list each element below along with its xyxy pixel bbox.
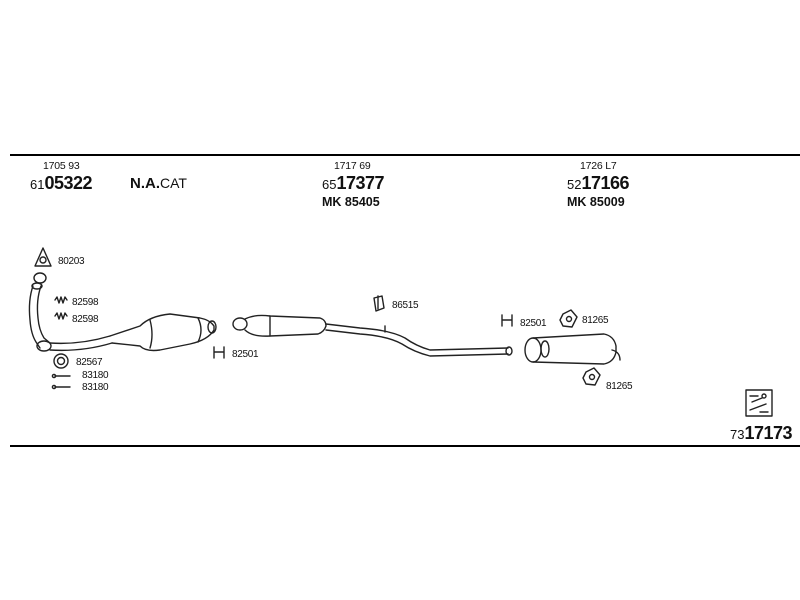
bracket-icon [373,295,385,312]
footer-prefix: 73 [730,427,745,442]
top-rule [10,154,800,156]
col3-code: 1726 L7 [580,160,617,172]
clamp-ring-icon [53,353,69,369]
clamp-icon-a [559,309,578,328]
col1-part-number: 6105322 [30,173,93,194]
part-label-82598-b: 82598 [72,314,99,325]
bolt-icon-b [51,384,71,390]
col2-part-number: 6517377 [322,173,385,194]
col2-code: 1717 69 [334,160,371,172]
front-ring-icon [33,272,47,284]
part-label-81265-a: 81265 [582,315,609,326]
part-label-80203: 80203 [58,256,85,267]
part-label-81265-b: 81265 [606,381,633,392]
col1-code: 1705 93 [43,160,80,172]
col2-mk: MK 85405 [322,195,380,209]
na-cat-note: N.A.CAT [130,175,187,192]
col2-number: 17377 [336,173,385,193]
part-label-82567: 82567 [76,357,103,368]
na-label: N.A. [130,175,160,192]
part-label-82501-a: 82501 [232,349,259,360]
part-label-83180-a: 83180 [82,370,109,381]
part-label-82501-b: 82501 [520,318,547,329]
downpipe-icon [28,282,113,352]
intermediate-pipe-icon [325,323,513,357]
mounting-kit-icon [745,389,773,417]
cat-label: CAT [160,175,187,191]
clamp-icon-b [582,367,601,386]
col3-prefix: 52 [567,177,582,192]
bolt-icon-a [51,373,71,379]
spring-icon-a [54,296,68,304]
part-label-86515: 86515 [392,300,419,311]
col3-part-number: 5217166 [567,173,630,194]
middle-silencer-icon [232,314,327,337]
col2-prefix: 65 [322,177,337,192]
hanger-icon-a [213,346,225,359]
catalytic-converter-icon [109,313,217,352]
rear-silencer-icon [524,333,621,365]
gasket-triangle-icon [34,247,52,267]
col3-mk: MK 85009 [567,195,625,209]
col1-number: 05322 [44,173,93,193]
hanger-icon-b [501,314,513,327]
part-label-83180-b: 83180 [82,382,109,393]
part-label-82598-a: 82598 [72,297,99,308]
bottom-rule [10,445,800,447]
col1-prefix: 61 [30,177,45,192]
spring-icon-b [54,312,68,320]
footer-number: 17173 [744,423,793,443]
col3-number: 17166 [581,173,630,193]
footer-part-number: 7317173 [730,423,793,444]
